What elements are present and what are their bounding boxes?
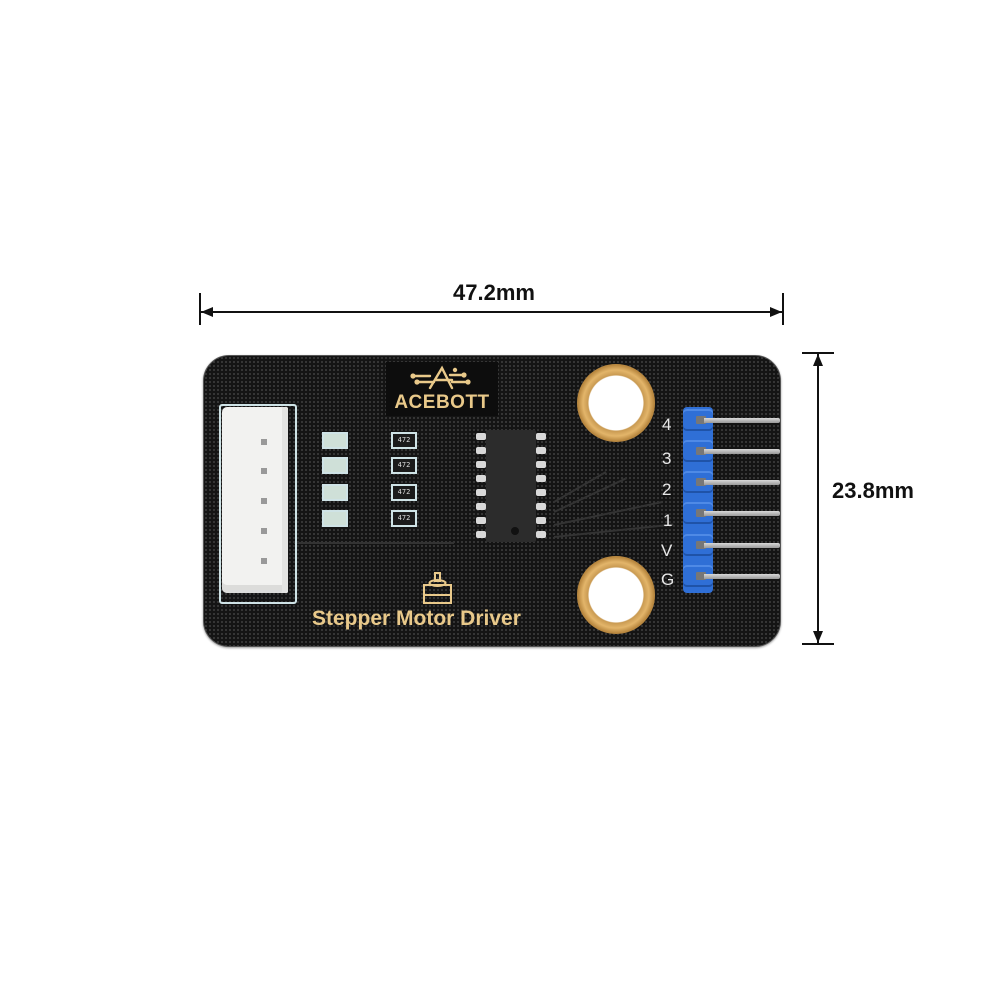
ic-pin (536, 489, 546, 496)
pcb-trace (553, 523, 674, 538)
pin-metal (704, 480, 780, 485)
width-dim-arrow-left (201, 307, 213, 317)
ic-pin1-dot (511, 527, 519, 535)
pin-base (696, 572, 706, 580)
connector-pin (261, 439, 267, 445)
connector-pin (261, 468, 267, 474)
pcb-trace (294, 542, 454, 544)
led-2 (322, 457, 348, 474)
ic-pin (476, 433, 486, 440)
height-dimension: 23.8mm (800, 350, 940, 648)
brand-name: ACEBOTT (394, 392, 490, 413)
ic-pin (536, 461, 546, 468)
ic-pin (536, 531, 546, 538)
pin-base (696, 541, 706, 549)
pin-label-g: G (661, 570, 675, 589)
height-dim-line (817, 354, 819, 643)
led-3 (322, 484, 348, 501)
led-1 (322, 432, 348, 449)
width-dim-line (201, 311, 782, 313)
driver-ic (466, 426, 556, 548)
ic-pin (536, 447, 546, 454)
pin-label-4: 4 (662, 415, 672, 434)
ic-pin (476, 531, 486, 538)
stepper-motor-icon (423, 572, 452, 604)
ic-pin (536, 475, 546, 482)
ic-pin (476, 489, 486, 496)
brand-logo: ACEBOTT (386, 362, 498, 416)
ic-body (486, 430, 536, 542)
height-dim-arrow-bottom (813, 631, 823, 643)
height-dim-label: 23.8mm (832, 478, 914, 503)
pin-label-v: V (661, 541, 673, 560)
ic-pin (476, 475, 486, 482)
pin-label-1: 1 (663, 511, 673, 530)
width-dim-right-tick (782, 293, 784, 325)
width-dim-left-tick (199, 293, 201, 325)
height-dim-bottom-tick (802, 643, 834, 645)
pin-metal (704, 574, 780, 579)
pin-base (696, 509, 706, 517)
ic-pin (476, 503, 486, 510)
pin-metal (704, 543, 780, 548)
resistor-4: 472 (391, 510, 417, 527)
pcb-board: ACEBOTT 472 472 472 472 (203, 355, 781, 647)
connector-pin (261, 558, 267, 564)
header-housing (683, 407, 713, 593)
ic-pin (476, 517, 486, 524)
pin-label-3: 3 (662, 449, 672, 468)
width-dim-arrow-right (770, 307, 782, 317)
connector-pin (261, 528, 267, 534)
ic-pin (476, 461, 486, 468)
pin-header[interactable] (680, 407, 790, 593)
width-dim-label: 47.2mm (453, 280, 535, 305)
pin-metal (704, 418, 780, 423)
led-4 (322, 510, 348, 527)
ic-pin (476, 447, 486, 454)
acebott-logo-icon (410, 365, 471, 390)
mounting-hole-bottom (577, 556, 655, 634)
connector-pin (261, 498, 267, 504)
board-title: Stepper Motor Driver (312, 607, 521, 630)
pin-metal (704, 511, 780, 516)
pin-base (696, 416, 706, 424)
connector-housing (222, 407, 288, 593)
pin-base (696, 478, 706, 486)
mounting-hole-top (577, 364, 655, 442)
ic-pin (536, 433, 546, 440)
ic-pin (536, 517, 546, 524)
pin-label-2: 2 (662, 480, 672, 499)
connector-outline (219, 404, 297, 604)
width-dimension: 47.2mm (199, 280, 787, 330)
resistor-3: 472 (391, 484, 417, 501)
height-dim-top-tick (802, 352, 834, 354)
resistor-1: 472 (391, 432, 417, 449)
pin-metal (704, 449, 780, 454)
jst-connector[interactable] (216, 402, 297, 604)
pin-base (696, 447, 706, 455)
ic-pin (536, 503, 546, 510)
resistor-2: 472 (391, 457, 417, 474)
height-dim-arrow-top (813, 354, 823, 366)
